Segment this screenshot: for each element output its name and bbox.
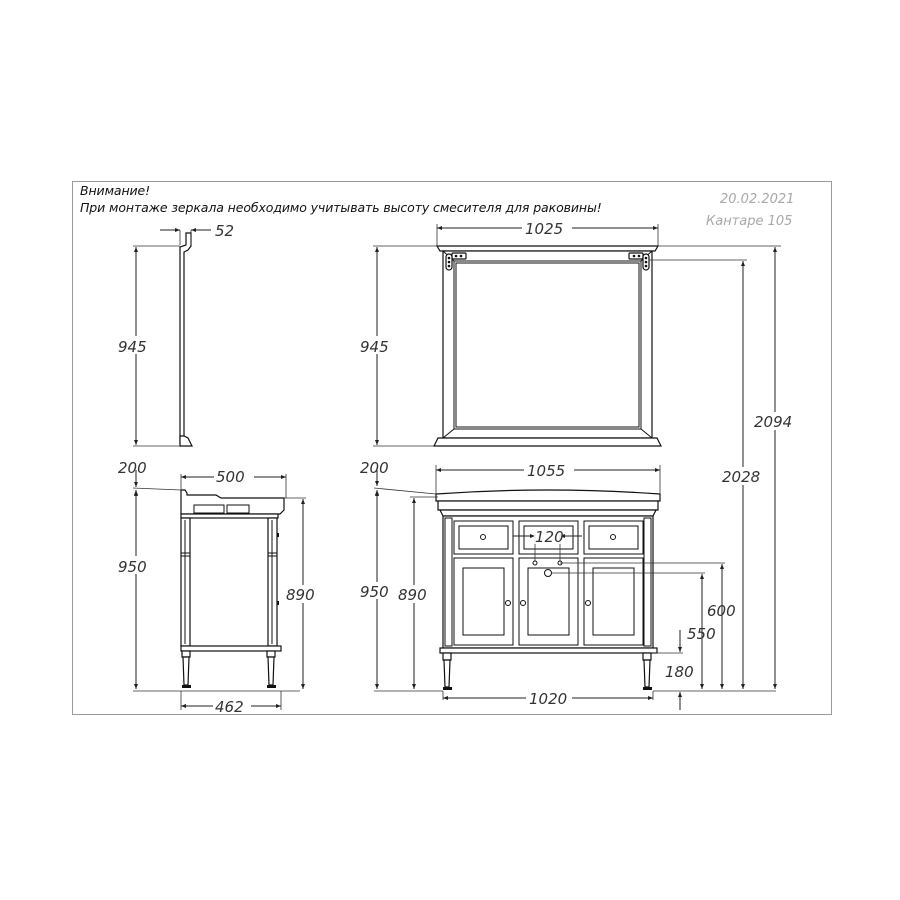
leg xyxy=(266,650,276,688)
notice-title: Внимание! xyxy=(80,183,151,198)
overall-dimensions: 2094 2028 600 550 180 xyxy=(551,245,798,710)
mirror-side-view: 52 945 xyxy=(116,222,234,447)
drawer-right xyxy=(583,520,644,555)
leg xyxy=(181,650,191,688)
dim-mirror-depth: 52 xyxy=(215,222,234,240)
drawer-left xyxy=(453,520,514,555)
model-name: Кантаре 105 xyxy=(706,214,793,229)
dim-side-leg-span: 462 xyxy=(215,698,244,716)
door-center xyxy=(518,557,579,646)
dim-leg-height: 180 xyxy=(665,663,694,681)
leg xyxy=(442,652,452,690)
leg xyxy=(642,652,652,690)
hanger-left xyxy=(445,252,467,271)
dim-front-leg-span: 1020 xyxy=(529,690,567,708)
dim-mirror-width: 1025 xyxy=(525,220,563,238)
dim-side-body-height: 890 xyxy=(286,586,315,604)
mirror-front-view: 1025 945 xyxy=(358,219,662,447)
dim-overall-mirror-hanger: 2028 xyxy=(722,468,760,486)
dim-side-top-depth: 500 xyxy=(216,468,245,486)
dim-front-total-height: 950 xyxy=(360,583,389,601)
dim-hole-spacing: 120 xyxy=(535,528,564,546)
dim-front-gap: 200 xyxy=(360,459,389,477)
dim-side-gap: 200 xyxy=(118,459,147,477)
door-left xyxy=(453,557,514,646)
dim-side-total-height: 950 xyxy=(118,558,147,576)
dim-outlet-550: 550 xyxy=(687,625,716,643)
drawing-date: 20.02.2021 xyxy=(720,192,795,207)
door-right xyxy=(583,557,644,646)
dim-mirror-front-height: 945 xyxy=(360,338,389,356)
vanity-front-view: 120 1055 200 950 890 1020 xyxy=(358,459,661,708)
notice-text: При монтаже зеркала необходимо учитывать… xyxy=(80,200,602,215)
dim-front-body-height: 890 xyxy=(398,586,427,604)
dim-front-top-width: 1055 xyxy=(527,462,565,480)
dim-mirror-side-height: 945 xyxy=(118,338,147,356)
drawer-center xyxy=(518,520,579,555)
hanger-right xyxy=(628,252,650,271)
dim-outlet-600: 600 xyxy=(707,602,736,620)
drawing-frame xyxy=(72,181,832,715)
dim-overall-mirror-top: 2094 xyxy=(754,413,792,431)
vanity-side-view: 200 500 950 890 462 xyxy=(116,459,324,716)
